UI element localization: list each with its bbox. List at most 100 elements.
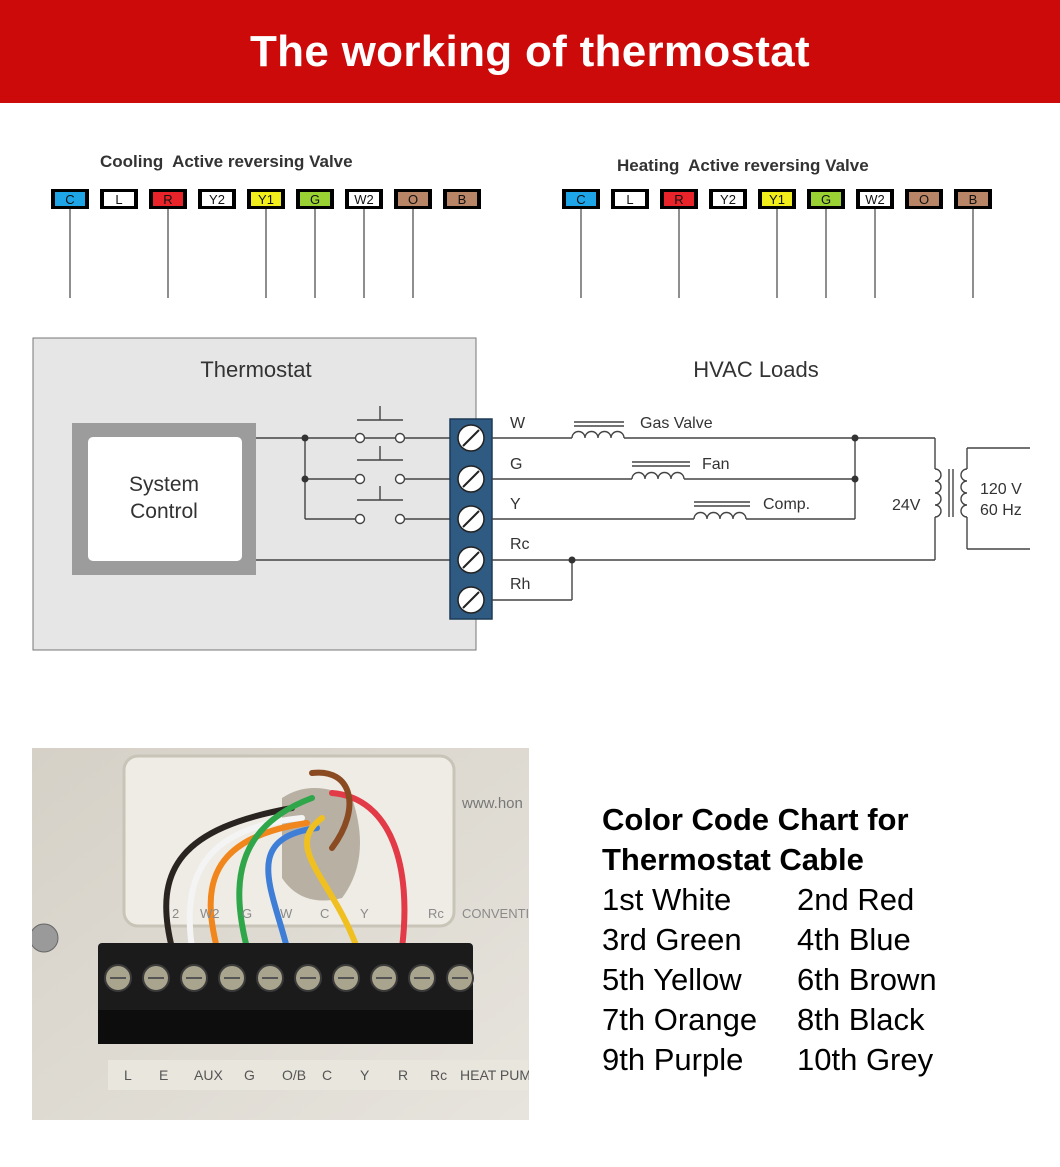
comp-label: Comp. (763, 496, 810, 513)
color-code-row: 3rd Green 4th Blue (602, 920, 1042, 960)
wire-7 (329, 790, 408, 951)
terminal-b-swatch (958, 192, 988, 206)
terminal-c-swatch (55, 192, 85, 206)
wire-8 (309, 769, 353, 851)
photo-bottom-label-7: Y (360, 1067, 370, 1083)
brand-text: www.hon (461, 795, 523, 812)
terminal-g-label: G (310, 192, 320, 207)
photo-top-label-4: W (280, 906, 293, 921)
color-code-chart: Color Code Chart for Thermostat Cable 1s… (602, 800, 1042, 1080)
photo-bottom-label-10: HEAT PUM (460, 1067, 529, 1083)
terminal-y1-label: Y1 (769, 192, 785, 207)
terminal-o-swatch (398, 192, 428, 206)
wire-4 (236, 795, 315, 951)
terminal-l-swatch (615, 192, 645, 206)
color-code-row: 1st White 2nd Red (602, 880, 1042, 920)
terminal-y1-swatch (251, 192, 281, 206)
photo-top-label-3: G (242, 906, 252, 921)
color-code-entry: 3rd Green (602, 922, 742, 957)
terminal-b-label: B (458, 192, 467, 207)
color-code-row: 5th Yellow 6th Brown (602, 960, 1042, 1000)
terminal-c-label: C (65, 192, 74, 207)
page-title: The working of thermostat (250, 26, 810, 76)
terminal-y2-label: Y2 (209, 192, 225, 207)
terminal-y2-swatch (713, 192, 743, 206)
photo-bottom-label-3: AUX (194, 1067, 223, 1083)
terminal-r-label: R (674, 192, 683, 207)
hvac-title: HVAC Loads (693, 357, 819, 382)
color-code-row: 9th Purple 10th Grey (602, 1040, 1042, 1080)
terminal-r-swatch (664, 192, 694, 206)
wire-6 (304, 815, 360, 951)
terminal-o-label: O (919, 192, 929, 207)
mount-screw (32, 923, 59, 953)
terminal-g-label: G (821, 192, 831, 207)
system-control-label-1: System (129, 473, 199, 496)
terminal-r-label: R (163, 192, 172, 207)
terminal-y-label: Y (510, 496, 521, 513)
color-code-entry: 5th Yellow (602, 962, 742, 997)
terminal-o-swatch (909, 192, 939, 206)
terminal-w2-label: W2 (865, 192, 885, 207)
terminal-c-swatch (566, 192, 596, 206)
transformer-60hz-label: 60 Hz (980, 502, 1022, 519)
color-code-entry: 4th Blue (797, 922, 911, 957)
switch-contacts (354, 432, 406, 525)
load-wiring (492, 421, 1030, 601)
terminal-l-swatch (104, 192, 134, 206)
terminal-w2-label: W2 (354, 192, 374, 207)
wire-bundle (163, 769, 408, 951)
terminal-b-swatch (447, 192, 477, 206)
photo-bottom-label-5: O/B (282, 1067, 306, 1083)
color-code-row: 7th Orange 8th Black (602, 1000, 1042, 1040)
wiring-diagram: Cooling Active reversing Valve Heating A… (32, 152, 1030, 651)
photo-bottom-label-2: E (159, 1067, 168, 1083)
terminal-l-label: L (626, 192, 633, 207)
switch-wiring (256, 406, 450, 561)
system-control-label-2: Control (130, 500, 198, 523)
photo-bottom-label-6: C (322, 1067, 332, 1083)
color-code-entry: 2nd Red (797, 882, 915, 917)
wire-5 (265, 825, 320, 951)
photo-top-label-1: 2 (172, 906, 179, 921)
terminal-y2-swatch (202, 192, 232, 206)
photo-top-label-2: W2 (200, 906, 220, 921)
terminal-w-label: W (510, 415, 526, 432)
terminal-r-swatch (153, 192, 183, 206)
transformer-120v-label: 120 V (980, 481, 1022, 498)
wire-3 (207, 820, 310, 951)
photo-bottom-label-9: Rc (430, 1067, 447, 1083)
photo-top-label-7: Rc (428, 906, 444, 921)
color-code-entry: 10th Grey (797, 1042, 934, 1077)
gas-valve-label: Gas Valve (640, 415, 713, 432)
terminal-b-label: B (969, 192, 978, 207)
color-code-entry: 8th Black (797, 1002, 925, 1037)
photo-top-label-5: C (320, 906, 329, 921)
terminal-strip-screws (104, 964, 474, 992)
terminal-g-swatch (300, 192, 330, 206)
color-code-entry: 9th Purple (602, 1042, 744, 1077)
cooling-valve-title: Cooling Active reversing Valve (100, 152, 353, 171)
color-code-entry: 6th Brown (797, 962, 937, 997)
terminal-o-label: O (408, 192, 418, 207)
photo-top-label-6: Y (360, 906, 369, 921)
terminal-g-swatch (811, 192, 841, 206)
junction-dots (301, 434, 309, 483)
color-code-entry: 1st White (602, 882, 732, 917)
photo-bottom-label-4: G (244, 1067, 255, 1083)
load-junction-dots (568, 434, 859, 564)
transformer-24v-label: 24V (892, 497, 921, 514)
chart-title-line-1: Color Code Chart for (602, 802, 909, 837)
terminal-rh-label: Rh (510, 576, 530, 593)
system-control-box (88, 437, 242, 561)
terminal-screws (457, 424, 485, 614)
terminal-g-label: G (510, 456, 522, 473)
terminal-y2-label: Y2 (720, 192, 736, 207)
terminal-w2-swatch (349, 192, 379, 206)
color-code-entry: 7th Orange (602, 1002, 758, 1037)
heating-valve-title: Heating Active reversing Valve (617, 156, 869, 175)
